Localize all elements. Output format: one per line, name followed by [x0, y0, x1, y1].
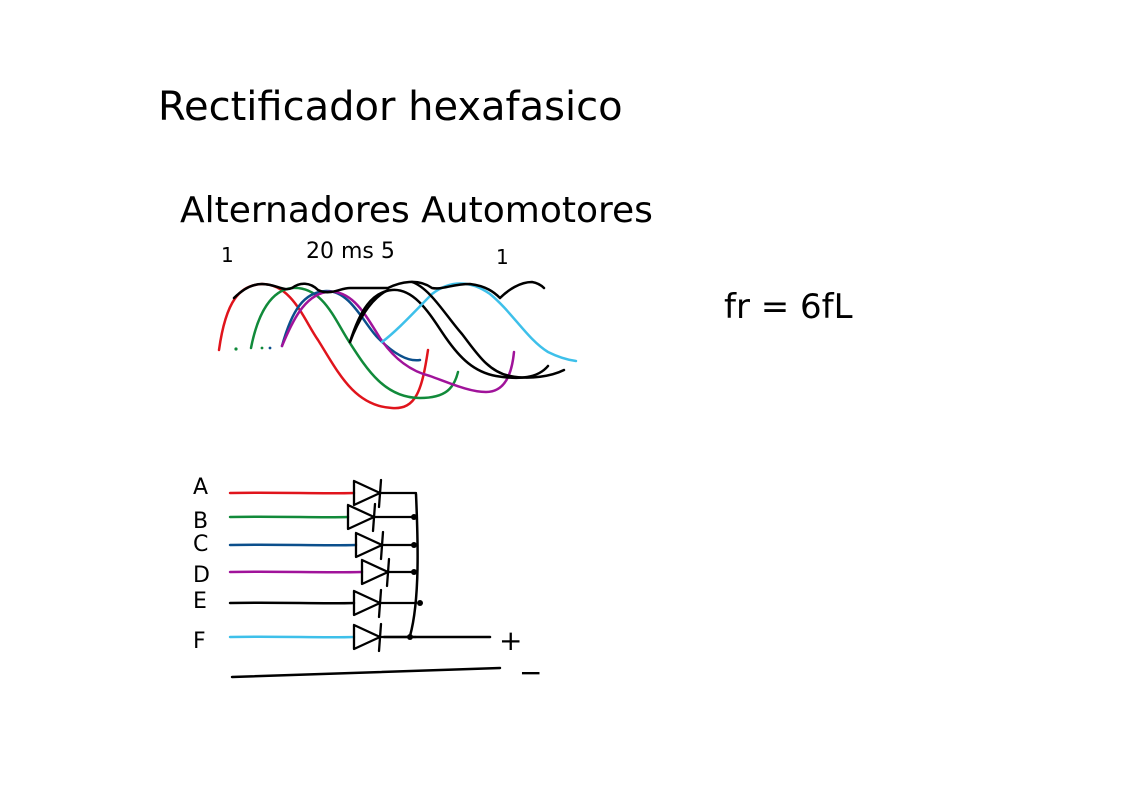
- wave-b: [249, 286, 460, 400]
- negative-output-wire: [230, 666, 502, 679]
- diode-c: [354, 530, 418, 561]
- diode-a: [352, 478, 418, 509]
- start-dots: [234, 346, 272, 351]
- envelope-left: [348, 288, 390, 344]
- phase-wire-c: [228, 543, 358, 547]
- title: Rectificador hexafasico: [158, 84, 623, 130]
- wave-f: [380, 282, 578, 363]
- phase-label-b: B: [193, 509, 208, 534]
- phase-wire-a: [228, 491, 356, 495]
- phase-wire-b: [228, 515, 350, 519]
- wave-e: [348, 288, 550, 380]
- ripple-formula: fr = 6fL: [724, 287, 853, 327]
- right-marker: 1: [496, 245, 509, 269]
- negative-terminal: −: [519, 656, 542, 689]
- period-label: 20 ms 5: [306, 239, 395, 264]
- diode-e: [352, 588, 423, 619]
- phase-label-d: D: [193, 563, 210, 588]
- rectified-envelope: [232, 280, 546, 300]
- positive-terminal: +: [499, 624, 522, 657]
- subtitle: Alternadores Automotores: [180, 190, 653, 231]
- phase-wire-d: [228, 570, 364, 574]
- diode-b: [346, 502, 418, 533]
- phase-label-c: C: [193, 532, 208, 557]
- phase-wire-f: [228, 635, 356, 639]
- wave-c: [280, 289, 422, 362]
- left-marker: 1: [221, 243, 234, 267]
- phase-wire-e: [228, 601, 356, 605]
- wave-d: [280, 290, 516, 394]
- diode-d: [360, 557, 418, 588]
- cathode-bus: [408, 492, 419, 638]
- phase-label-a: A: [193, 475, 208, 500]
- envelope-trough: [410, 280, 566, 379]
- phase-label-f: F: [193, 629, 206, 654]
- phase-label-e: E: [193, 589, 207, 614]
- phase-waveforms: [217, 280, 578, 410]
